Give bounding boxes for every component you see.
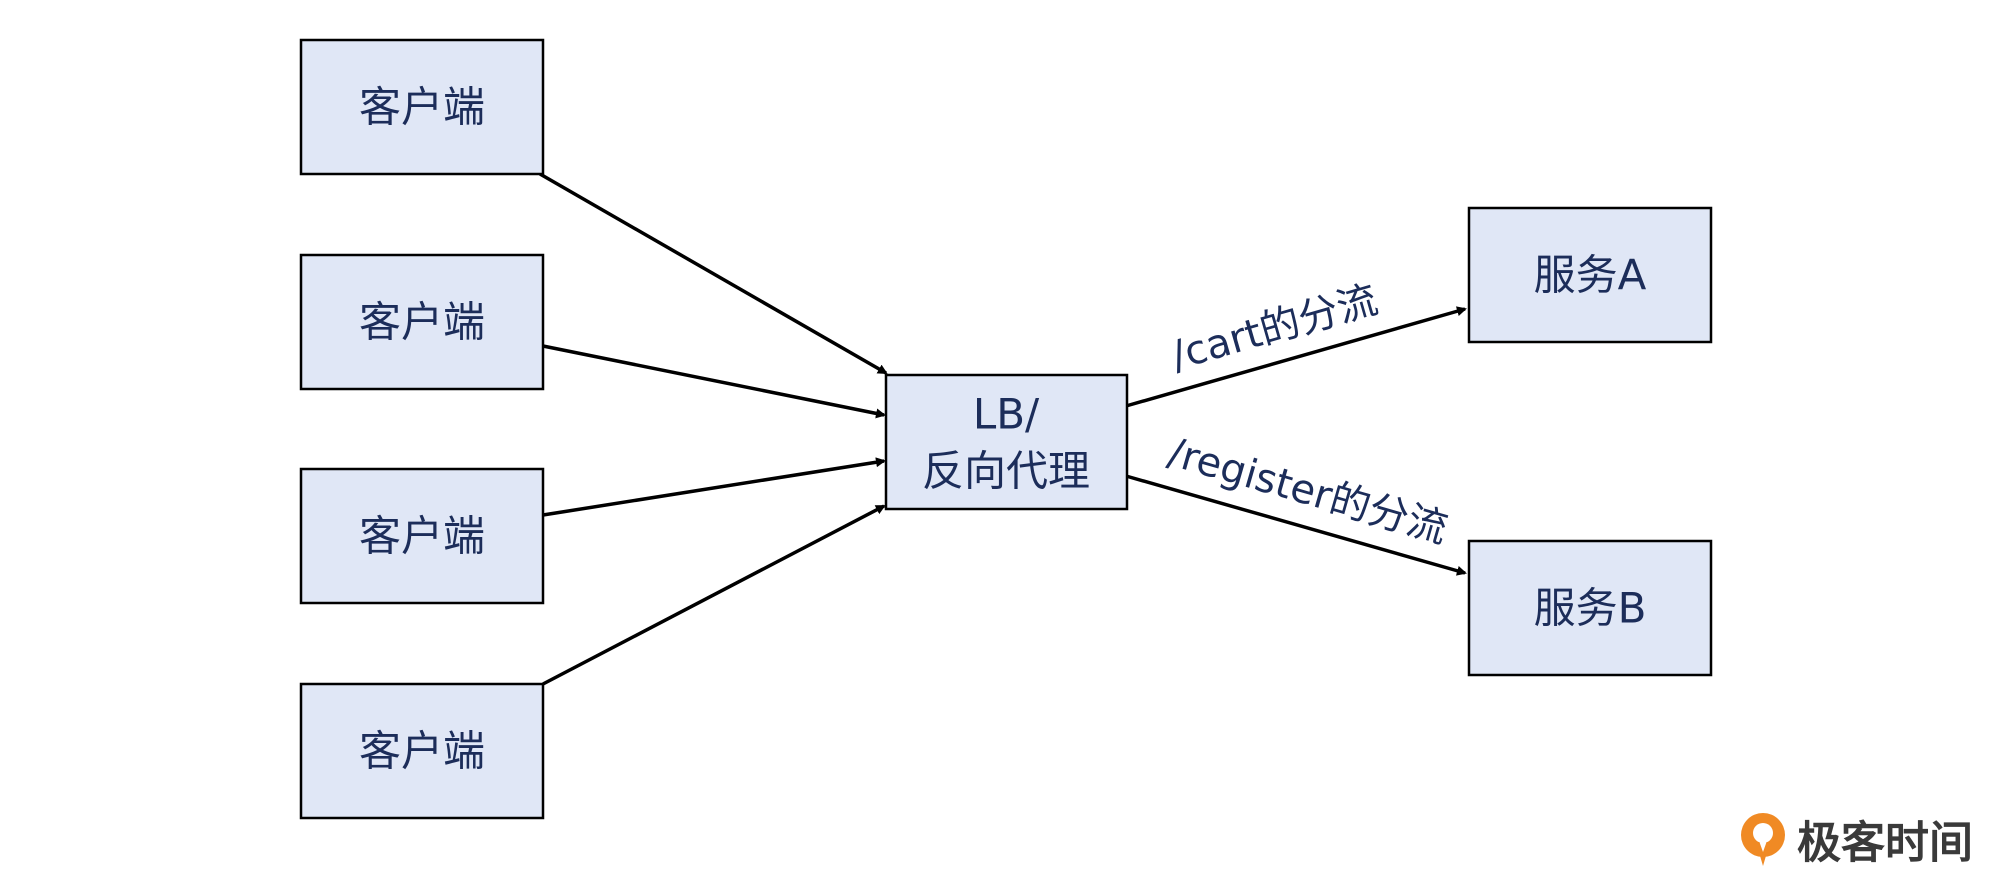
service-b-node: 服务B — [1467, 539, 1713, 677]
edge-client-4-to-proxy — [542, 504, 886, 686]
load-balancer-label-line2: 反向代理 — [922, 447, 1090, 496]
edge-proxy-to-service-b — [1125, 474, 1467, 576]
load-balancer-node: LB/ 反向代理 — [884, 373, 1129, 511]
service-a-label: 服务A — [1534, 251, 1647, 300]
geektime-logo-icon — [1741, 813, 1785, 866]
client-label: 客户端 — [359, 512, 485, 561]
edge-label-register: /register的分流 — [1163, 429, 1452, 553]
client-label: 客户端 — [359, 727, 485, 776]
client-label: 客户端 — [359, 298, 485, 347]
service-a-node: 服务A — [1467, 206, 1713, 344]
client-node: 客户端 — [299, 253, 545, 391]
service-b-label: 服务B — [1534, 584, 1647, 633]
load-balancer-label-line1: LB/ — [973, 390, 1040, 439]
edge-client-3-to-proxy — [542, 457, 886, 517]
geektime-logo: 极客时间 — [1741, 813, 1973, 869]
client-label: 客户端 — [359, 83, 485, 132]
client-node: 客户端 — [299, 682, 545, 820]
edge-client-2-to-proxy — [542, 344, 886, 419]
client-node: 客户端 — [299, 467, 545, 605]
edge-client-1-to-proxy — [539, 172, 888, 375]
logo-text: 极客时间 — [1797, 818, 1973, 869]
edge-proxy-to-service-a — [1125, 306, 1467, 408]
client-node: 客户端 — [299, 38, 545, 176]
